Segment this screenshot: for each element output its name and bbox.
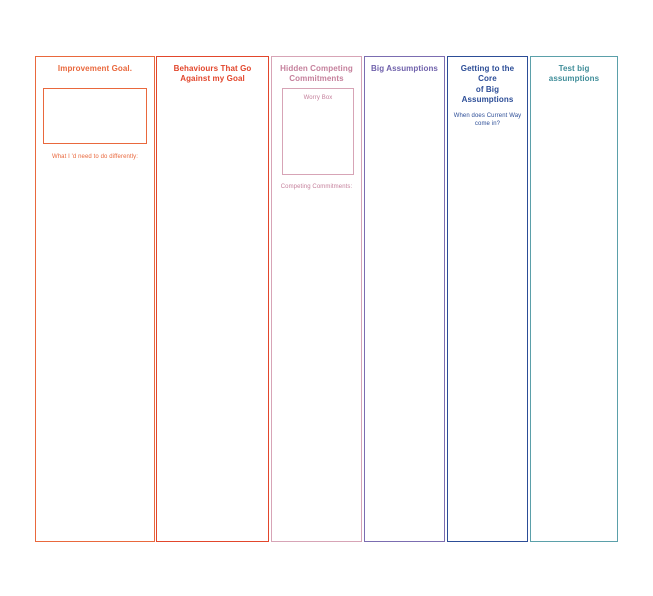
column-title-test-big-assumptions: Test big assumptions	[548, 64, 600, 84]
column-title-core-of-big-assumptions: Getting to the Core of Big Assumptions	[460, 64, 515, 105]
core-of-big-assumptions-subtitle: When does Current Way come in?	[453, 112, 522, 127]
column-big-assumptions: Big Assumptions	[364, 56, 445, 542]
competing-commitments-note: Competing Commitments:	[280, 184, 353, 190]
improvement-goal-box[interactable]	[43, 88, 147, 144]
worry-box[interactable]: Worry Box	[282, 88, 354, 175]
column-test-big-assumptions: Test big assumptions	[530, 56, 618, 542]
improvement-goal-note: What I 'd need to do differently:	[51, 154, 139, 160]
column-title-big-assumptions: Big Assumptions	[371, 64, 438, 73]
immunity-to-change-map: Improvement Goal. What I 'd need to do d…	[35, 56, 618, 542]
column-core-of-big-assumptions: Getting to the Core of Big Assumptions W…	[447, 56, 528, 542]
column-improvement-goal: Improvement Goal. What I 'd need to do d…	[35, 56, 155, 542]
column-title-hidden-competing-commitments: Hidden Competing Commitments	[280, 64, 353, 84]
column-title-behaviours-against-goal: Behaviours That Go Against my Goal	[173, 64, 252, 84]
column-title-improvement-goal: Improvement Goal.	[57, 64, 133, 73]
column-hidden-competing-commitments: Hidden Competing Commitments Worry Box C…	[271, 56, 362, 542]
worry-box-label: Worry Box	[303, 95, 333, 101]
column-behaviours-against-goal: Behaviours That Go Against my Goal	[156, 56, 269, 542]
